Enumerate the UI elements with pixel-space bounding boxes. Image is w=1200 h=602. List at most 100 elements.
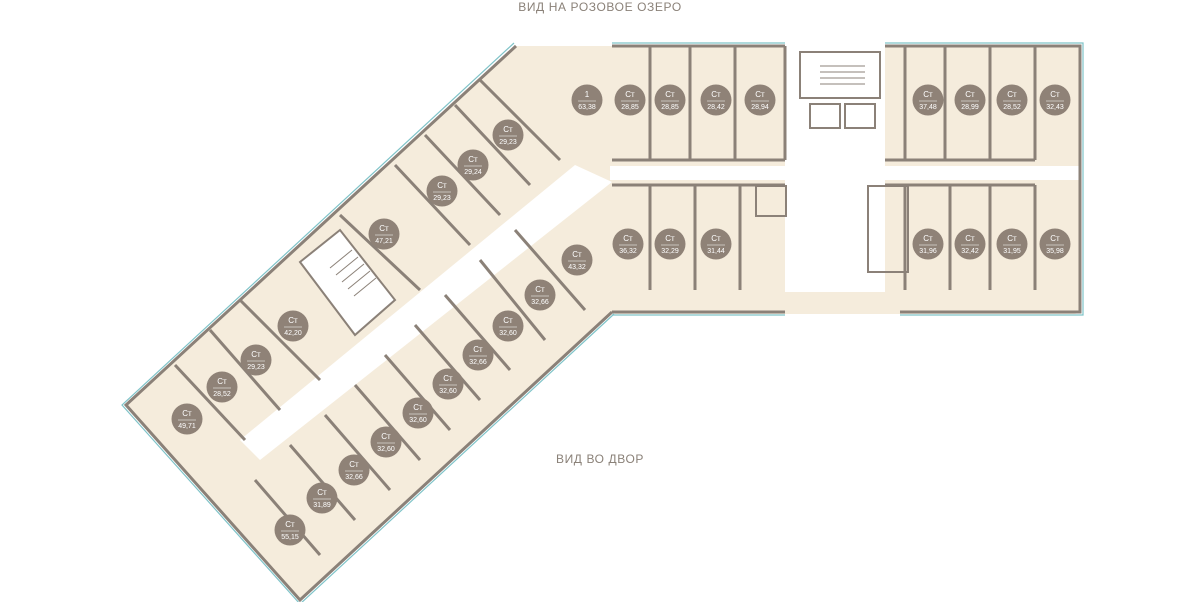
apartment-type: Ст — [379, 224, 389, 233]
apartment-badge[interactable]: Ст 31,96 — [912, 228, 944, 260]
west-stairwell — [298, 228, 397, 337]
apartment-type: Ст — [468, 155, 478, 164]
apartment-badge-circle — [612, 228, 644, 260]
east-corridor — [610, 166, 1080, 180]
apartment-area: 28,85 — [661, 104, 679, 111]
apartment-badge[interactable]: Ст 32,29 — [654, 228, 686, 260]
apartment-badge-circle — [571, 84, 603, 116]
apartment-badge-circle — [700, 228, 732, 260]
building-outline — [121, 42, 1084, 602]
apartment-badge-circle — [700, 84, 732, 116]
lake-view-caption: ВИД НА РОЗОВОЕ ОЗЕРО — [518, 0, 682, 14]
apartment-badge-circle — [462, 339, 494, 371]
apartment-badge-circle — [338, 454, 370, 486]
apartment-type: Ст — [349, 460, 359, 469]
apartment-area: 29,23 — [499, 139, 517, 146]
apartment-badge-circle — [954, 84, 986, 116]
west-stair-steps — [329, 249, 377, 297]
apartment-type: Ст — [711, 90, 721, 99]
elevator-shaft — [809, 103, 841, 129]
apartment-badge-circle — [654, 228, 686, 260]
apartment-badge-circle — [457, 149, 489, 181]
apartment-badge[interactable]: Ст 55,15 — [274, 514, 306, 546]
apartment-area: 32,60 — [377, 446, 395, 453]
apartment-badge-circle — [402, 397, 434, 429]
apartment-type: Ст — [965, 234, 975, 243]
apartment-badge[interactable]: Ст 37,48 — [912, 84, 944, 116]
apartment-area: 29,23 — [433, 195, 451, 202]
apartment-area: 55,15 — [281, 534, 299, 541]
apartment-area: 31,96 — [919, 248, 937, 255]
apartment-area: 32,42 — [961, 248, 979, 255]
apartment-badge[interactable]: Ст 28,52 — [206, 371, 238, 403]
apartment-badge-circle — [1039, 228, 1071, 260]
apartment-badge[interactable]: Ст 28,42 — [700, 84, 732, 116]
apartment-badge-circle — [492, 310, 524, 342]
apartment-type: Ст — [443, 374, 453, 383]
apartment-badge-circle — [306, 482, 338, 514]
south-row-partitions — [612, 183, 1037, 290]
apartment-badge[interactable]: Ст 32,60 — [492, 310, 524, 342]
apartment-badge-circle — [954, 228, 986, 260]
apartment-badge-circle — [432, 368, 464, 400]
apartment-type: Ст — [182, 409, 192, 418]
apartment-badge-circle — [492, 119, 524, 151]
apartment-type: Ст — [503, 316, 513, 325]
apartment-badge-circle — [370, 426, 402, 458]
apartment-badge[interactable]: Ст 49,71 — [171, 403, 203, 435]
apartment-type: Ст — [473, 345, 483, 354]
apartment-area: 31,95 — [1003, 248, 1021, 255]
apartment-type: Ст — [665, 234, 675, 243]
apartment-badge-circle — [912, 84, 944, 116]
apartment-type: Ст — [1050, 90, 1060, 99]
apartment-area: 28,42 — [707, 104, 725, 111]
apartment-type: Ст — [1007, 90, 1017, 99]
apartment-area: 42,20 — [284, 330, 302, 337]
apartment-type: Ст — [923, 234, 933, 243]
apartment-type: Ст — [923, 90, 933, 99]
apartment-badge-circle — [240, 344, 272, 376]
apartment-type: Ст — [755, 90, 765, 99]
core-stair-steps — [820, 65, 865, 85]
apartment-type: Ст — [217, 377, 227, 386]
apartment-area: 32,60 — [499, 330, 517, 337]
glazing — [121, 42, 1084, 602]
apartment-badge[interactable]: Ст 32,42 — [954, 228, 986, 260]
apartment-badge-circle — [996, 228, 1028, 260]
apartment-badge[interactable]: 163,38 — [571, 84, 603, 116]
outer-walls — [123, 44, 1082, 602]
apartment-badge-circle — [744, 84, 776, 116]
apartment-area: 31,44 — [707, 248, 725, 255]
apartment-type: Ст — [285, 520, 295, 529]
apartment-area: 37,48 — [919, 104, 937, 111]
apartment-badge-circle — [561, 244, 593, 276]
apartment-area: 28,52 — [213, 391, 231, 398]
apartment-area: 32,29 — [661, 248, 679, 255]
apartment-area: 49,71 — [178, 423, 196, 430]
